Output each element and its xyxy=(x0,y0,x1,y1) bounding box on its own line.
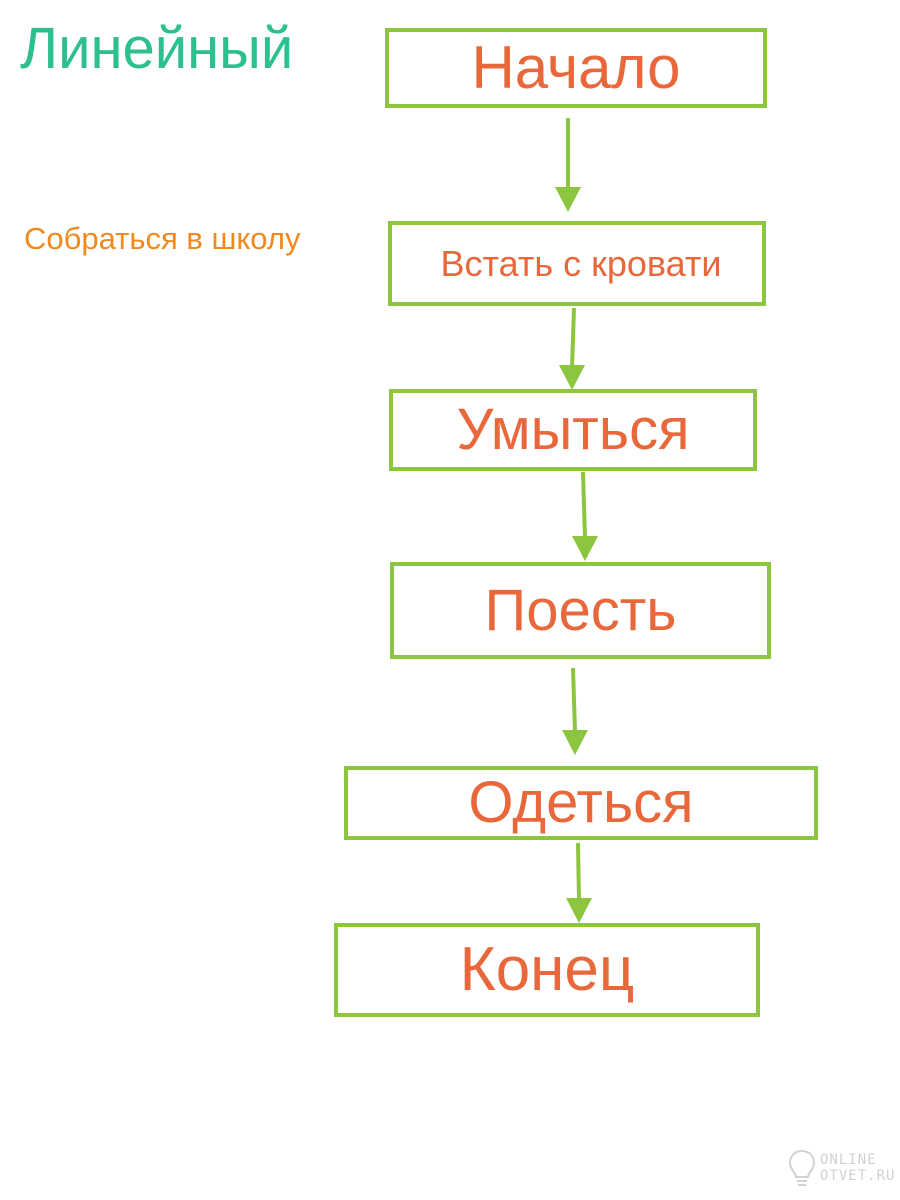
arrow-3 xyxy=(572,471,598,561)
arrow-1 xyxy=(555,118,581,212)
step-dress: Одеться xyxy=(344,766,818,840)
arrow-4 xyxy=(562,667,588,755)
step-eat-label: Поесть xyxy=(484,577,677,643)
step-dress-label: Одеться xyxy=(468,770,694,835)
step-wash: Умыться xyxy=(389,389,757,471)
arrow-2 xyxy=(559,307,585,390)
step-start-label: Начало xyxy=(471,34,681,101)
watermark-line-1: ONLINE xyxy=(820,1152,877,1168)
watermark-line-2: OTVET.RU xyxy=(820,1168,896,1184)
lightbulb-icon xyxy=(788,1149,816,1186)
step-wash-label: Умыться xyxy=(456,397,690,462)
diagram-title: Линейный xyxy=(20,16,294,81)
step-eat: Поесть xyxy=(390,562,771,659)
step-get-up-label: Встать с кровати xyxy=(440,242,722,284)
step-end: Конец xyxy=(334,923,760,1017)
diagram-subtitle: Собраться в школу xyxy=(24,221,301,256)
step-end-label: Конец xyxy=(459,935,635,1004)
step-start: Начало xyxy=(385,28,767,108)
arrow-5 xyxy=(566,842,592,923)
watermark-text: ONLINE OTVET.RU xyxy=(820,1152,895,1184)
watermark-logo: ONLINE OTVET.RU xyxy=(788,1148,895,1188)
step-get-up: Встать с кровати xyxy=(388,221,766,306)
